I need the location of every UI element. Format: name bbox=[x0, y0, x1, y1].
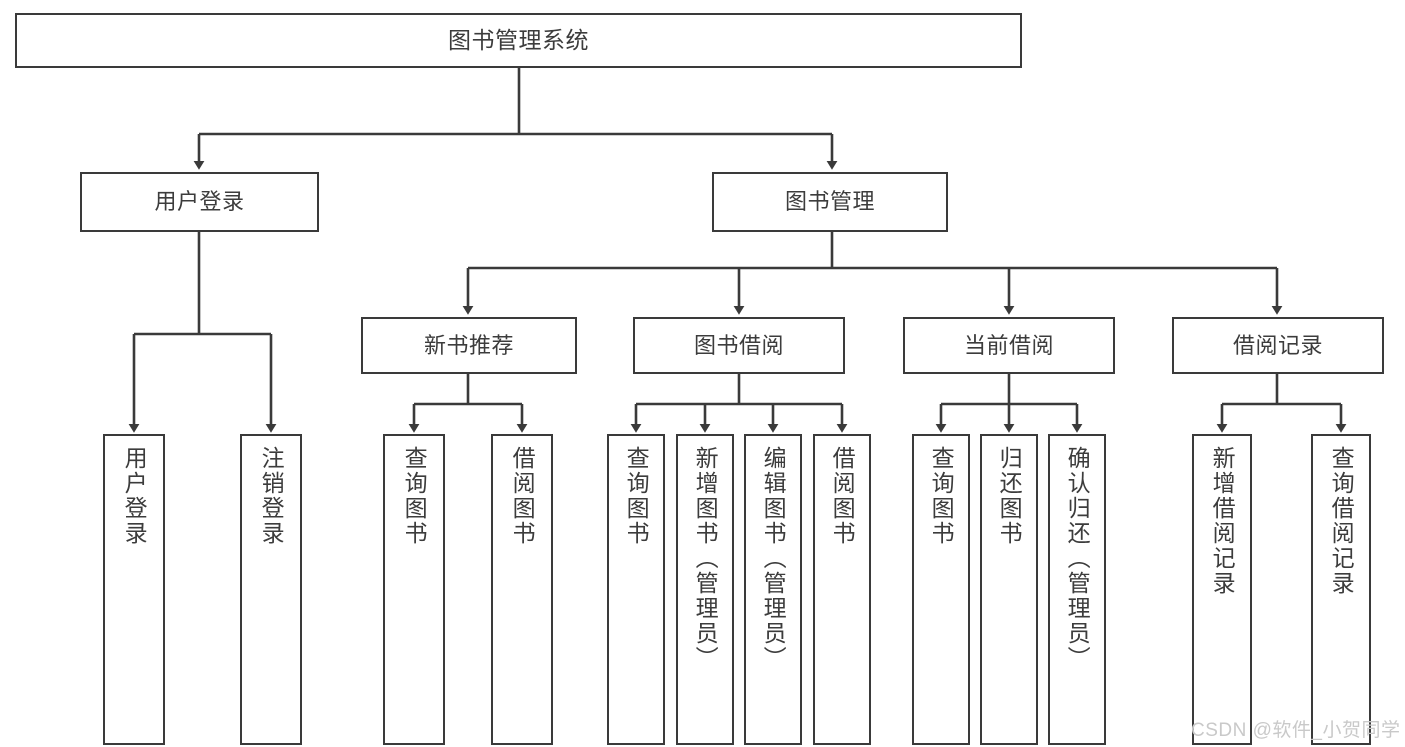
node-label: 确认归还（管理员） bbox=[1064, 446, 1091, 671]
node-leaf-borrow-book-recommend[interactable]: 借阅图书 bbox=[491, 434, 553, 745]
node-leaf-add-book-admin[interactable]: 新增图书（管理员） bbox=[676, 434, 734, 745]
node-label: 新书推荐 bbox=[423, 332, 514, 358]
node-leaf-query-book-borrow[interactable]: 查询图书 bbox=[607, 434, 665, 745]
node-book-borrow[interactable]: 图书借阅 bbox=[633, 317, 845, 374]
node-leaf-add-borrow-record[interactable]: 新增借阅记录 bbox=[1192, 434, 1252, 745]
node-label: 编辑图书（管理员） bbox=[760, 446, 787, 671]
node-book-management[interactable]: 图书管理 bbox=[712, 172, 948, 232]
node-label: 新增图书（管理员） bbox=[692, 446, 719, 671]
node-label: 图书管理系统 bbox=[448, 26, 589, 53]
node-label: 当前借阅 bbox=[963, 332, 1054, 358]
node-label: 借阅图书 bbox=[829, 446, 856, 546]
node-label: 查询图书 bbox=[928, 446, 955, 546]
node-user-login[interactable]: 用户登录 bbox=[80, 172, 319, 232]
node-label: 注销登录 bbox=[258, 446, 285, 546]
node-label: 借阅图书 bbox=[509, 446, 536, 546]
node-leaf-borrow-book[interactable]: 借阅图书 bbox=[813, 434, 871, 745]
node-leaf-confirm-return-admin[interactable]: 确认归还（管理员） bbox=[1048, 434, 1106, 745]
node-label: 借阅记录 bbox=[1232, 332, 1323, 358]
node-label: 图书借阅 bbox=[693, 332, 784, 358]
node-leaf-return-book[interactable]: 归还图书 bbox=[980, 434, 1038, 745]
node-new-book-recommend[interactable]: 新书推荐 bbox=[361, 317, 577, 374]
node-label: 新增借阅记录 bbox=[1209, 446, 1236, 596]
node-leaf-user-logout[interactable]: 注销登录 bbox=[240, 434, 302, 745]
node-label: 查询图书 bbox=[401, 446, 428, 546]
node-label: 查询图书 bbox=[623, 446, 650, 546]
node-leaf-query-book-recommend[interactable]: 查询图书 bbox=[383, 434, 445, 745]
node-root-book-management-system[interactable]: 图书管理系统 bbox=[15, 13, 1022, 68]
node-borrow-record[interactable]: 借阅记录 bbox=[1172, 317, 1384, 374]
node-label: 用户登录 bbox=[121, 446, 148, 546]
csdn-watermark: CSDN @软件_小贺同学 bbox=[1191, 720, 1401, 741]
node-leaf-edit-book-admin[interactable]: 编辑图书（管理员） bbox=[744, 434, 802, 745]
node-label: 归还图书 bbox=[996, 446, 1023, 546]
node-leaf-user-login[interactable]: 用户登录 bbox=[103, 434, 165, 745]
node-leaf-query-book-current[interactable]: 查询图书 bbox=[912, 434, 970, 745]
node-label: 图书管理 bbox=[784, 189, 875, 215]
node-label: 用户登录 bbox=[154, 189, 245, 215]
node-current-borrow[interactable]: 当前借阅 bbox=[903, 317, 1115, 374]
node-label: 查询借阅记录 bbox=[1328, 446, 1355, 596]
node-leaf-query-borrow-record[interactable]: 查询借阅记录 bbox=[1311, 434, 1371, 745]
